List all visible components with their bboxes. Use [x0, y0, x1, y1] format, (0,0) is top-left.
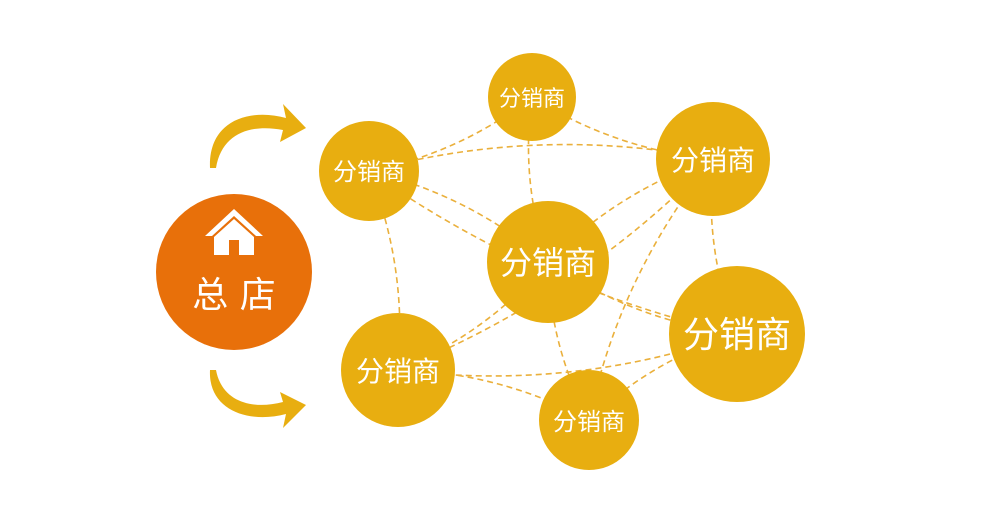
distributor-label: 分销商: [333, 158, 405, 186]
distributor-node: 分销商: [341, 313, 455, 427]
headquarters-label: 总 店: [192, 275, 275, 316]
top-curved-arrow-icon: [209, 104, 306, 168]
distributor-label: 分销商: [671, 144, 755, 177]
headquarters-node: 总 店: [156, 194, 312, 350]
house-icon: [205, 209, 263, 255]
distributor-node: 分销商: [487, 201, 609, 323]
dashed-link: [527, 96, 549, 263]
distributor-label: 分销商: [683, 315, 791, 356]
bottom-curved-arrow-icon: [209, 370, 306, 428]
distributor-label: 分销商: [499, 87, 565, 112]
distributor-node: 分销商: [488, 53, 576, 141]
distributor-label: 分销商: [553, 408, 625, 436]
distributor-node: 分销商: [656, 102, 770, 216]
distributor-node: 分销商: [319, 121, 419, 221]
distributor-label: 分销商: [356, 355, 440, 388]
distributor-node: 分销商: [539, 370, 639, 470]
distributor-node: 分销商: [669, 266, 805, 402]
distributor-label: 分销商: [500, 244, 596, 282]
